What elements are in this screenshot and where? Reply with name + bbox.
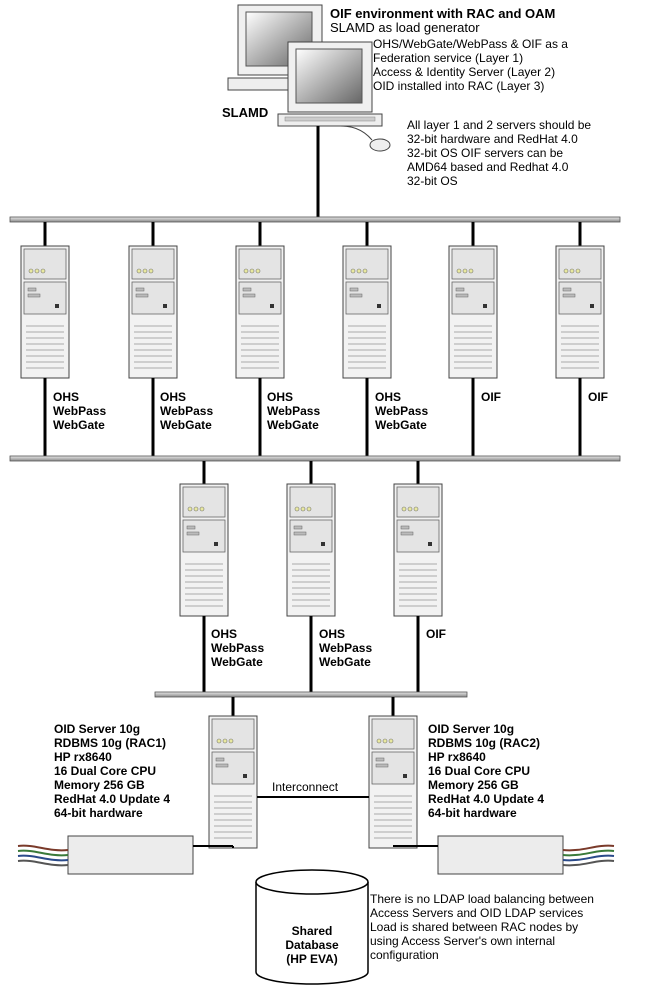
server-label-line: OIF (588, 390, 608, 404)
spec-line: 16 Dual Core CPU (428, 764, 531, 778)
database-label-line: Database (285, 938, 339, 952)
server-label-line: OIF (481, 390, 501, 404)
layer2-server-2-label: OHS WebPass WebGate (319, 627, 372, 669)
rac-node-2 (368, 697, 418, 849)
spec-line: Memory 256 GB (54, 778, 145, 792)
ldap-note-line-4: using Access Server's own internal (370, 934, 556, 948)
header-line-2: OHS/WebGate/WebPass & OIF as a (373, 37, 568, 51)
layer2-server-3-label: OIF (426, 627, 446, 641)
server-label-line: OHS (53, 390, 80, 404)
spec-line: HP rx8640 (428, 750, 486, 764)
spec-line: Memory 256 GB (428, 778, 519, 792)
network-bus-1 (9, 216, 621, 223)
slamd-label: SLAMD (222, 105, 269, 120)
network-bus-2 (9, 455, 621, 462)
layer1-server-1 (20, 222, 70, 456)
spec-line: 64-bit hardware (428, 806, 517, 820)
layer1-server-3-label: OHS WebPass WebGate (267, 390, 320, 432)
header-line-3: Federation service (Layer 1) (373, 51, 524, 65)
mouse-icon (339, 125, 391, 152)
server-label-line: WebPass (267, 404, 321, 418)
server-label-line: OHS (267, 390, 294, 404)
server-label-line: OHS (211, 627, 238, 641)
layer2-server-1 (179, 461, 229, 692)
spec-line: OID Server 10g (54, 722, 141, 736)
spec-line: RDBMS 10g (RAC1) (54, 736, 167, 750)
server-label-line: WebPass (211, 641, 265, 655)
rac-node-1 (208, 697, 258, 849)
slamd-computer-front (277, 41, 383, 127)
server-label-line: WebPass (160, 404, 214, 418)
layer1-server-4-label: OHS WebPass WebGate (375, 390, 428, 432)
database-label: Shared Database (HP EVA) (256, 924, 368, 966)
ldap-note-line-5: configuration (370, 948, 439, 962)
interconnect-label: Interconnect (272, 780, 339, 794)
database-label-line: (HP EVA) (286, 952, 338, 966)
ldap-note-line-1: There is no LDAP load balancing between (370, 892, 594, 906)
server-label-line: OIF (426, 627, 446, 641)
layer1-server-1-label: OHS WebPass WebGate (53, 390, 106, 432)
layer2-server-3 (393, 461, 443, 692)
rac-node-2-specs: OID Server 10g RDBMS 10g (RAC2) HP rx864… (428, 722, 544, 820)
header-line-1: SLAMD as load generator (330, 20, 480, 35)
server-label-line: WebGate (375, 418, 427, 432)
database-label-line: Shared (291, 924, 333, 938)
server-label-line: WebPass (319, 641, 373, 655)
spec-line: 64-bit hardware (54, 806, 143, 820)
layer2-server-1-label: OHS WebPass WebGate (211, 627, 264, 669)
server-label-line: WebGate (53, 418, 105, 432)
server-label-line: WebGate (211, 655, 263, 669)
hardware-note-line-1: All layer 1 and 2 servers should be (407, 118, 592, 132)
network-bus-3 (154, 691, 468, 698)
layer1-server-5-label: OIF (481, 390, 501, 404)
hardware-note-line-5: 32-bit OS (407, 174, 458, 188)
shared-database-icon (255, 869, 369, 985)
layer2-server-2 (286, 461, 336, 692)
spec-line: HP rx8640 (54, 750, 112, 764)
spec-line: RDBMS 10g (RAC2) (428, 736, 541, 750)
spec-line: 16 Dual Core CPU (54, 764, 157, 778)
hardware-note-line-2: 32-bit hardware and RedHat 4.0 (407, 132, 578, 146)
layer1-server-6-label: OIF (588, 390, 608, 404)
server-label-line: OHS (375, 390, 402, 404)
layer1-server-3 (235, 222, 285, 456)
storage-box-right (393, 835, 615, 875)
server-label-line: WebGate (319, 655, 371, 669)
server-label-line: WebPass (53, 404, 107, 418)
spec-line: OID Server 10g (428, 722, 515, 736)
ldap-note-line-2: Access Servers and OID LDAP services (370, 906, 584, 920)
hardware-note-line-3: 32-bit OS OIF servers can be (407, 146, 564, 160)
server-label-line: WebGate (160, 418, 212, 432)
layer1-server-4 (342, 222, 392, 456)
layer1-server-2 (128, 222, 178, 456)
ldap-note-line-3: Load is shared between RAC nodes by (370, 920, 579, 934)
layer1-server-5 (448, 222, 498, 456)
server-label-line: WebPass (375, 404, 429, 418)
server-label-line: OHS (319, 627, 346, 641)
layer1-server-2-label: OHS WebPass WebGate (160, 390, 213, 432)
header-line-4: Access & Identity Server (Layer 2) (373, 65, 556, 79)
spec-line: RedHat 4.0 Update 4 (428, 792, 545, 806)
server-label-line: WebGate (267, 418, 319, 432)
server-label-line: OHS (160, 390, 187, 404)
storage-box-left (17, 835, 234, 875)
spec-line: RedHat 4.0 Update 4 (54, 792, 171, 806)
rac-node-1-specs: OID Server 10g RDBMS 10g (RAC1) HP rx864… (54, 722, 170, 820)
hardware-note-line-4: AMD64 based and Redhat 4.0 (407, 160, 569, 174)
diagram-title: OIF environment with RAC and OAM (330, 6, 556, 21)
layer1-server-6 (555, 222, 605, 456)
header-line-5: OID installed into RAC (Layer 3) (373, 79, 545, 93)
